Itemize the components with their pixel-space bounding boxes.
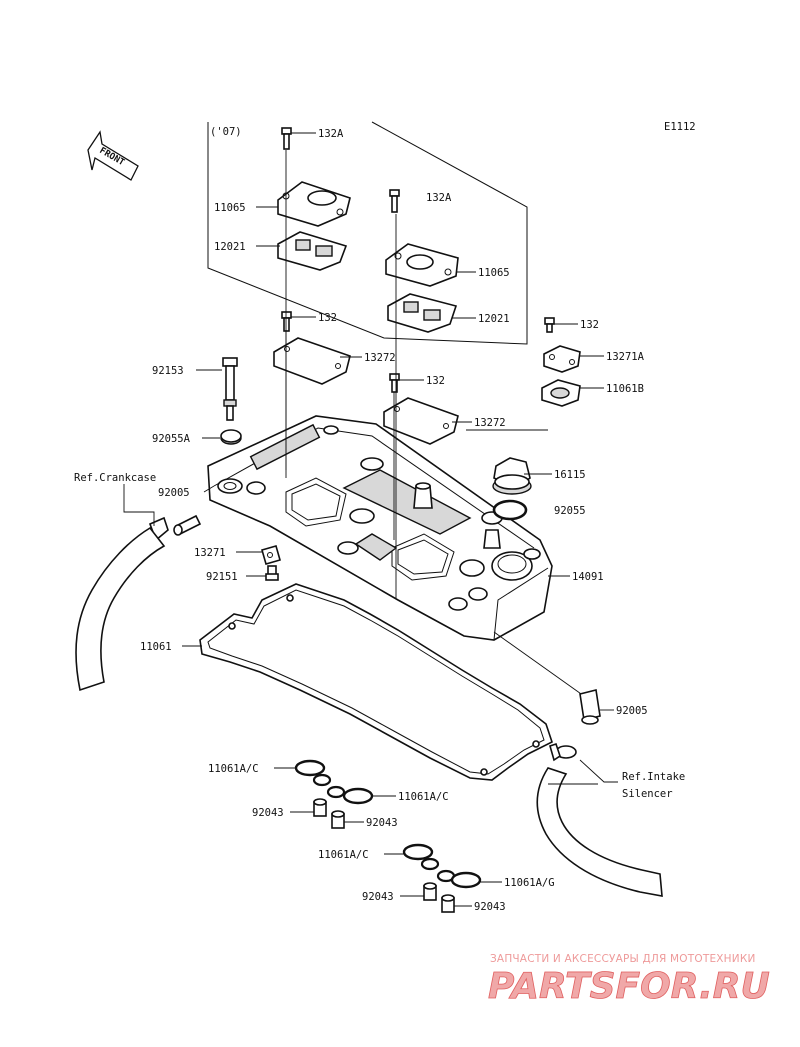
seal-11061ag [450,871,482,889]
front-label: FRONT [98,146,127,168]
diagram-code: E1112 [664,121,696,133]
label-92005-right: 92005 [616,705,648,717]
label-13271: 13271 [194,547,226,559]
hose-crankcase [75,526,166,692]
bracket-13271 [261,545,281,565]
head-cover-14091 [207,415,553,641]
label-11061ac-1: 11061A/C [208,763,259,775]
model-year-box [207,121,528,345]
hose-intake [536,767,663,897]
label-92153: 92153 [152,365,184,377]
seal-small-2 [326,785,346,799]
bolt-132a-right [389,189,400,213]
label-13272-left: 13272 [364,352,396,364]
watermark-tagline: ЗАПЧАСТИ И АКСЕССУАРЫ ДЛЯ МОТОТЕХНИКИ [490,953,756,965]
label-16115: 16115 [554,469,586,481]
bolt-92151 [265,565,279,581]
label-silencer: Silencer [622,788,673,800]
gasket-12021-left [277,231,348,271]
collar-92043-3 [423,882,437,901]
plate-13272-left [273,337,351,385]
collar-92043-2 [331,810,345,829]
bolt-132-left [281,311,292,332]
seal-small-3 [420,857,440,871]
label-132-left: 132 [318,312,337,324]
seal-small-1 [312,773,332,787]
label-92043-1: 92043 [252,807,284,819]
seal-11061ac-3 [402,843,434,861]
label-132-far: 132 [580,319,599,331]
label-132a-top: 132A [318,128,344,140]
cover-11065-left [277,181,351,227]
gasket-11061b [541,379,581,407]
label-92055a: 92055A [152,433,191,445]
label-92005-left: 92005 [158,487,190,499]
oring-92055 [492,499,528,521]
watermark-brand: PARTSFOR.RU [488,966,770,1007]
label-11061b: 11061B [606,383,644,395]
label-11061ag: 11061A/G [504,877,555,889]
label-92043-2: 92043 [366,817,398,829]
seal-11061ac-2 [342,787,374,805]
label-12021-left: 12021 [214,241,246,253]
label-132-mid: 132 [426,375,445,387]
label-11065-right: 11065 [478,267,510,279]
model-year-note: ('07) [210,126,242,138]
gasket-11061 [199,583,553,781]
front-arrow-icon: FRONT [87,130,139,181]
label-ref-crankcase: Ref.Crankcase [74,472,156,484]
collar-92043-1 [313,798,327,817]
collar-92043-4 [441,894,455,913]
label-132a-right: 132A [426,192,452,204]
bolt-92153 [222,357,238,421]
fitting-92005-right [579,689,601,725]
fitting-92005-left [173,514,202,536]
label-92055: 92055 [554,505,586,517]
gasket-12021-right [387,293,458,333]
seal-11061ac-1 [294,759,326,777]
label-92043-3: 92043 [362,891,394,903]
label-13272-right: 13272 [474,417,506,429]
label-11065-left: 11065 [214,202,246,214]
label-12021-right: 12021 [478,313,510,325]
bolt-132-far [544,317,555,333]
bolt-132-mid [389,373,400,393]
label-11061ac-2: 11061A/C [398,791,449,803]
label-ref-intake: Ref.Intake [622,771,685,783]
label-92043-4: 92043 [474,901,506,913]
cap-16115 [492,457,532,495]
label-11061: 11061 [140,641,172,653]
cap-13271a [543,345,581,373]
label-14091: 14091 [572,571,604,583]
washer-92055a [220,429,242,445]
plate-13272-right [383,397,459,445]
label-92151: 92151 [206,571,238,583]
bolt-132a-top [281,127,292,150]
clamp-right [549,742,577,762]
cover-11065-right [385,243,459,287]
label-13271a: 13271A [606,351,645,363]
label-11061ac-3: 11061A/C [318,849,369,861]
